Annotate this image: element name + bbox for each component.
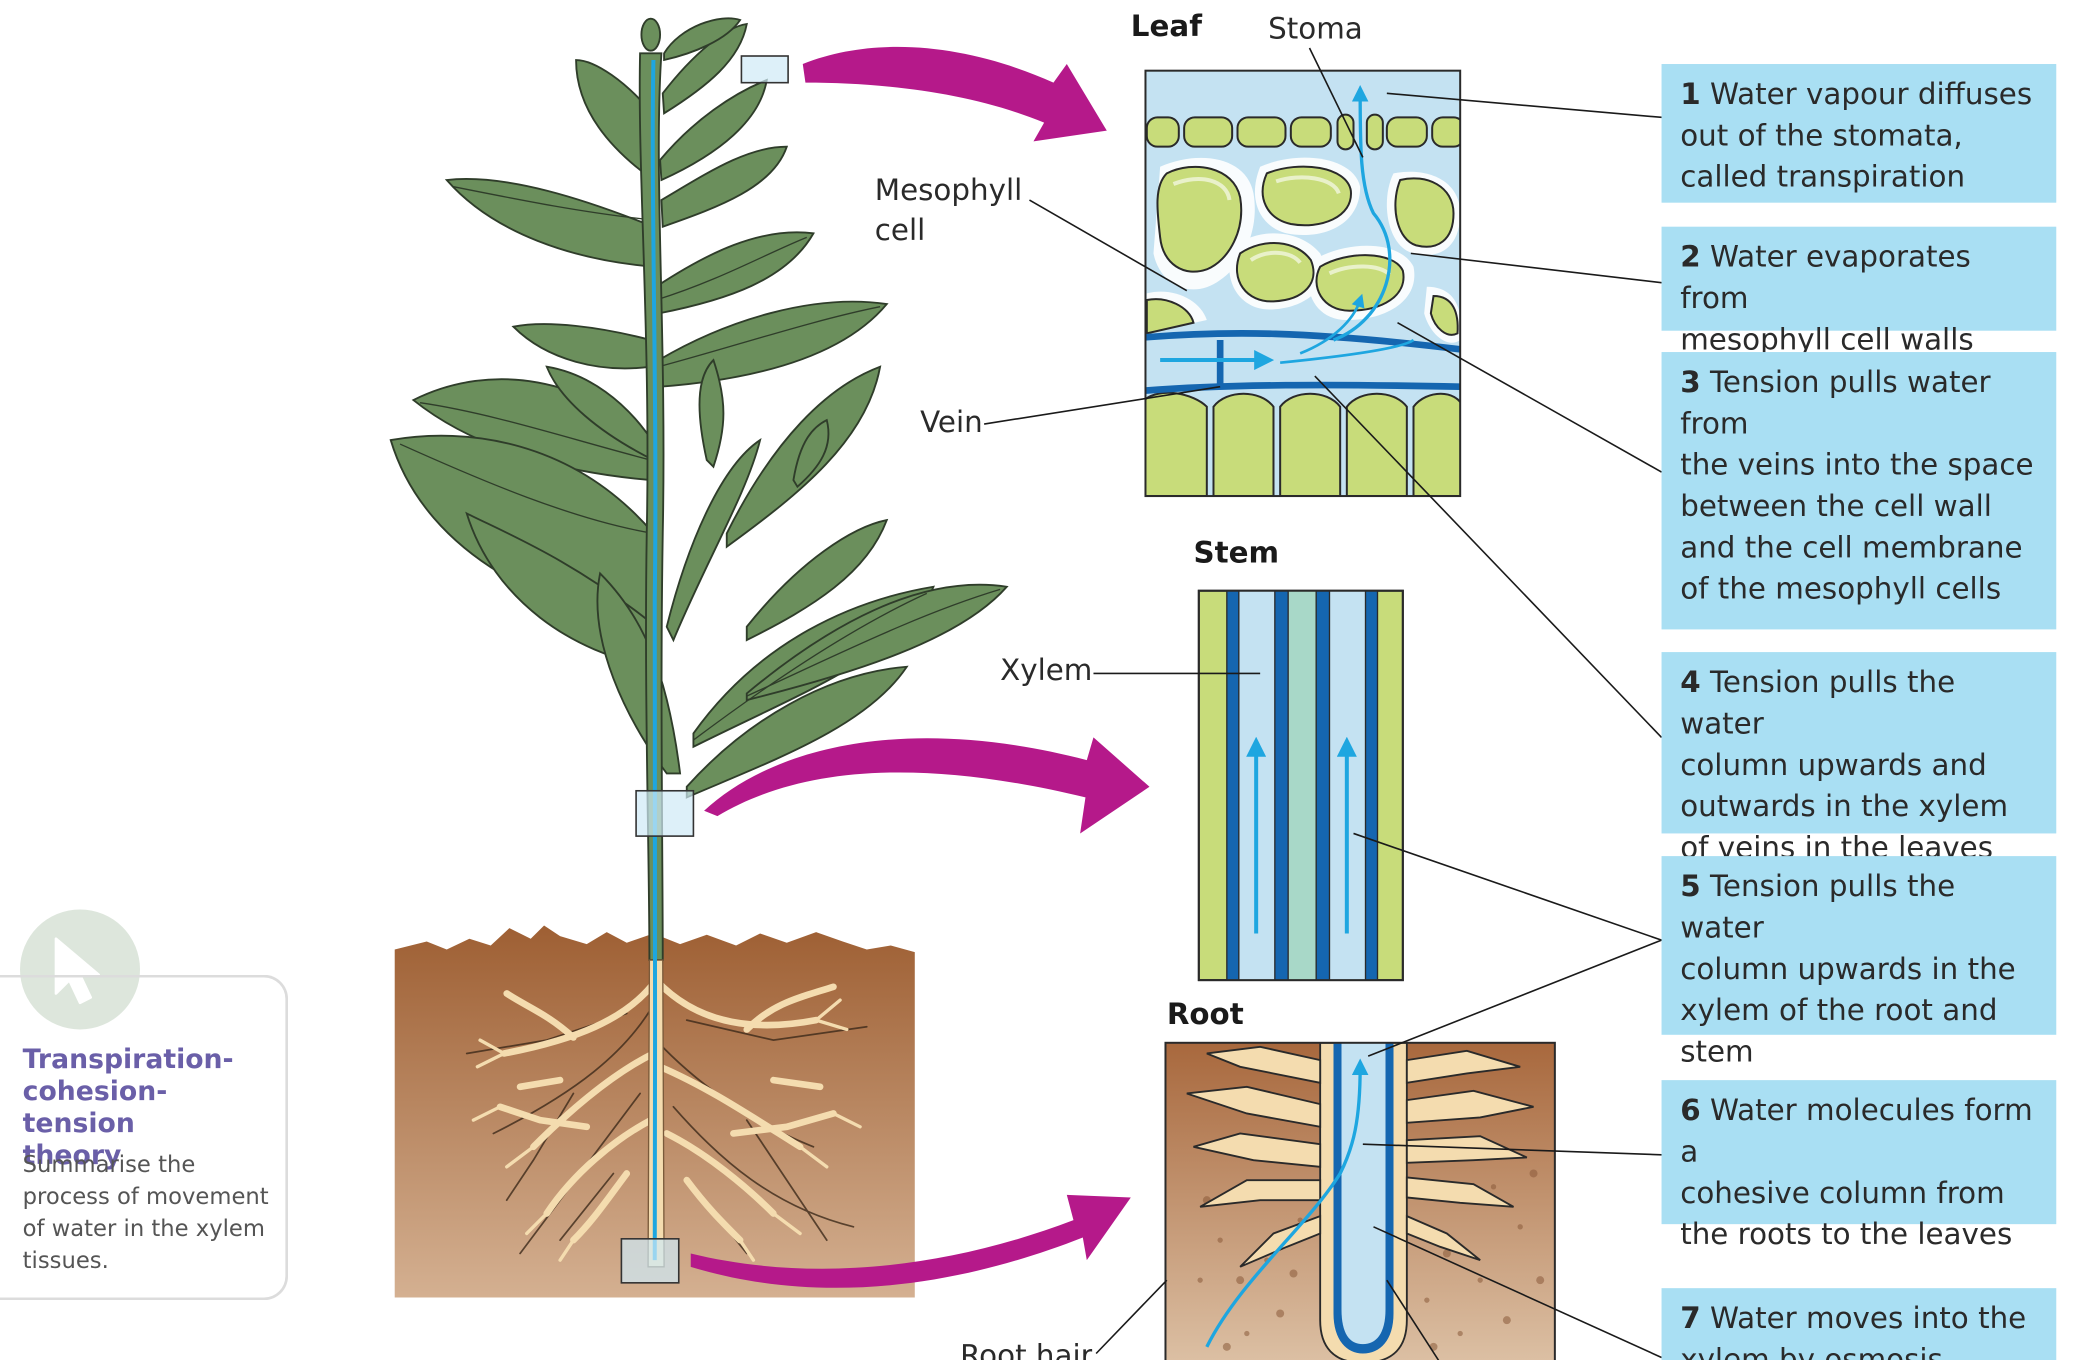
stem-cross-section [1197, 589, 1404, 982]
step-box-5: 5 Tension pulls the water column upwards… [1661, 856, 2057, 1069]
step-box-4: 4 Tension pulls the water column upwards… [1661, 652, 2057, 865]
magnify-arrows [690, 46, 1150, 1288]
step-number: 3 [1680, 366, 1701, 401]
xylem-label: Xylem [1000, 654, 1093, 689]
step-text: Tension pulls the water column upwards a… [1680, 666, 2009, 866]
magnified-region-markers [620, 55, 789, 1284]
step-text: Water moves into the xylem by osmosis [1680, 1302, 2027, 1360]
step-box-1: 1 Water vapour diffuses out of the stoma… [1661, 64, 2057, 203]
step-text: Water molecules form a cohesive column f… [1680, 1094, 2033, 1253]
leader-lines [983, 47, 1663, 1360]
step-number: 5 [1680, 870, 1701, 905]
step-text: Water vapour diffuses out of the stomata… [1680, 78, 2033, 195]
step-box-3: 3 Tension pulls water from the veins int… [1661, 352, 2057, 630]
step-text: Tension pulls the water column upwards i… [1680, 870, 2016, 1070]
step-text: Tension pulls water from the veins into … [1680, 366, 2034, 607]
vein-label: Vein [920, 406, 983, 441]
step-number: 4 [1680, 666, 1701, 701]
step-number: 7 [1680, 1302, 1701, 1337]
plant-leaves [389, 22, 1009, 799]
mesophyll-cell-label: Mesophyll cell [874, 174, 1023, 249]
root-heading: Root [1166, 998, 1244, 1033]
step-number: 6 [1680, 1094, 1701, 1129]
plant-stem [638, 17, 742, 1268]
root-hair-label: Root hair [960, 1340, 1093, 1360]
stem-heading: Stem [1193, 537, 1280, 571]
side-note-text: Summarise the process of movement of wat… [22, 1152, 269, 1275]
leaf-heading: Leaf [1130, 10, 1202, 45]
root-section-frame [1164, 1041, 1556, 1360]
step-box-6: 6 Water molecules form a cohesive column… [1661, 1080, 2057, 1252]
step-number: 1 [1680, 78, 1701, 113]
step-box-2: 2 Water evaporates from mesophyll cell w… [1661, 226, 2057, 357]
step-number: 2 [1680, 241, 1701, 275]
leaf-cross-section [1145, 70, 1461, 497]
plant-leaf-veins [399, 186, 1001, 741]
stoma-label: Stoma [1268, 13, 1363, 47]
side-note-title: Transpiration- cohesion-tension theory [22, 1042, 234, 1171]
root-cross-section [1165, 1042, 1555, 1360]
side-note-card [0, 974, 289, 1301]
step-text: Water evaporates from mesophyll cell wal… [1680, 241, 1974, 358]
step-box-7: 7 Water moves into the xylem by osmosis [1661, 1288, 2057, 1360]
leaf-section-frame [1144, 69, 1462, 498]
